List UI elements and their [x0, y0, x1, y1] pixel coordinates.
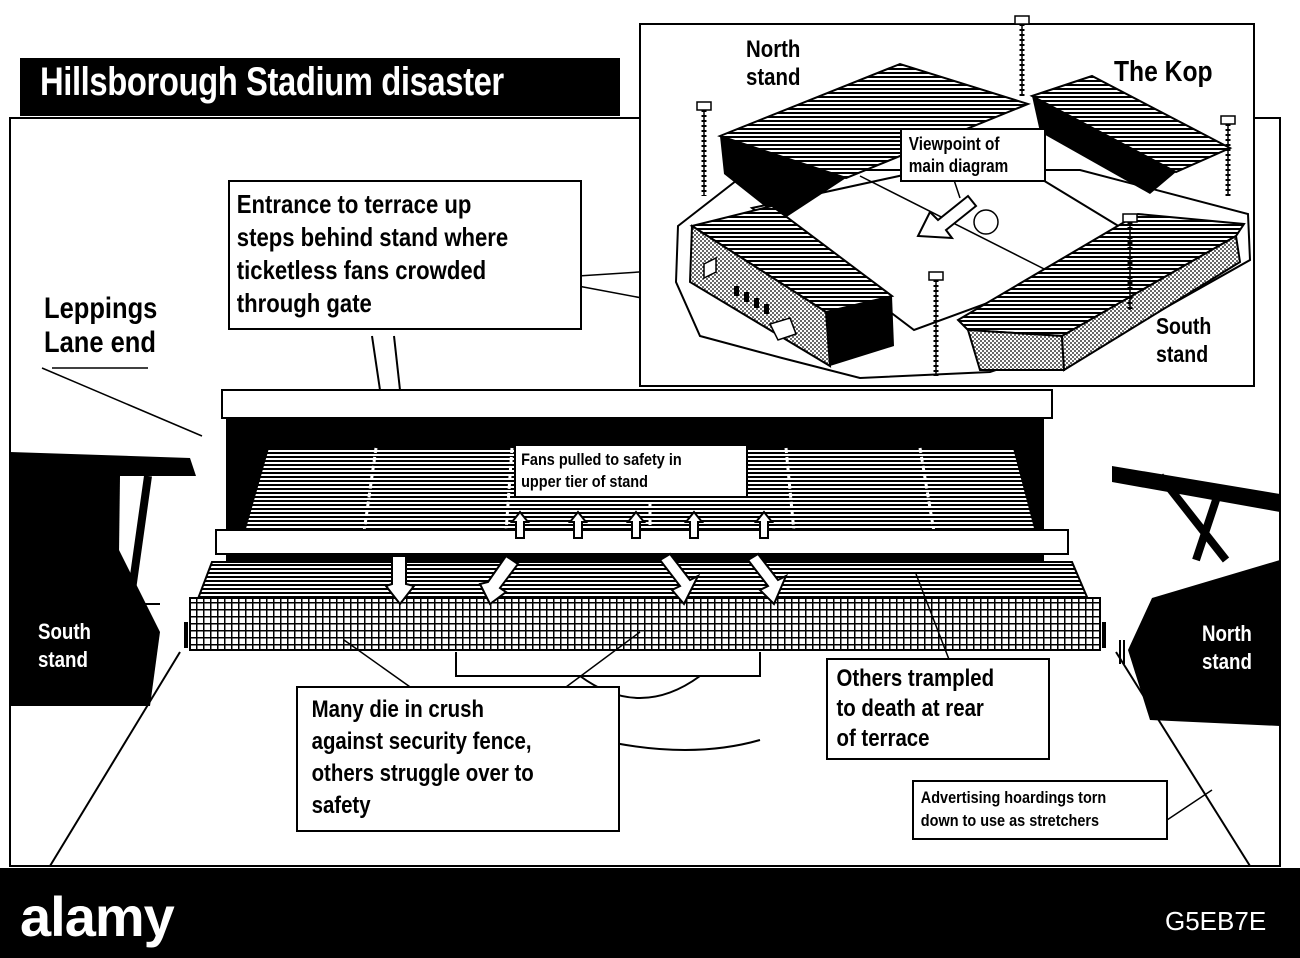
- entrance-callout: Entrance to terrace up steps behind stan…: [228, 180, 582, 330]
- north-stand-label: North stand: [1202, 621, 1252, 674]
- inset-north-stand-face: [720, 136, 846, 220]
- hoardings-callout: Advertising hoardings torn down to use a…: [912, 780, 1168, 840]
- upward-arrows: [509, 510, 775, 539]
- others-trampled-callout: Others trampled to death at rear of terr…: [826, 658, 1050, 760]
- footer-bar: [0, 868, 1300, 958]
- leader-lines: [41, 267, 1213, 823]
- right-stand-roof: [1112, 466, 1280, 512]
- south-stand-label: South stand: [38, 619, 91, 672]
- many-die-callout: Many die in crush against security fence…: [296, 686, 620, 832]
- fans-pulled-callout: Fans pulled to safety in upper tier of s…: [514, 444, 748, 498]
- security-fence: [189, 597, 1101, 651]
- leppings-lane-label: Leppings Lane end: [44, 292, 158, 359]
- inset-kop-label: The Kop: [1114, 56, 1213, 88]
- viewpoint-box: Viewpoint of main diagram: [900, 128, 1046, 182]
- viewpoint-arrow: [916, 194, 978, 240]
- right-north-stand: [1128, 560, 1280, 726]
- left-south-stand: [10, 548, 160, 706]
- alamy-logo: alamy: [20, 885, 175, 948]
- hoardings-text: Advertising hoardings torn down to use a…: [920, 788, 1107, 830]
- many-die-text: Many die in crush against security fence…: [311, 696, 534, 819]
- upper-tier-wall: [215, 529, 1069, 555]
- downward-arrows: [384, 552, 788, 606]
- others-trampled-text: Others trampled to death at rear of terr…: [836, 665, 995, 752]
- left-stand-roof: [10, 452, 196, 476]
- stand-roof: [221, 389, 1053, 419]
- inset-south-stand-label: South stand: [1156, 313, 1212, 367]
- fans-pulled-text: Fans pulled to safety in upper tier of s…: [521, 450, 682, 491]
- inset-north-stand-label: North stand: [746, 36, 801, 91]
- entrance-text: Entrance to terrace up steps behind stan…: [236, 189, 509, 318]
- pitch-markings: [49, 640, 1251, 867]
- image-code: G5EB7E: [1165, 906, 1267, 936]
- title-bar: [20, 58, 620, 116]
- page-title: Hillsborough Stadium disaster: [40, 60, 504, 104]
- viewpoint-label: Viewpoint of main diagram: [908, 134, 1009, 176]
